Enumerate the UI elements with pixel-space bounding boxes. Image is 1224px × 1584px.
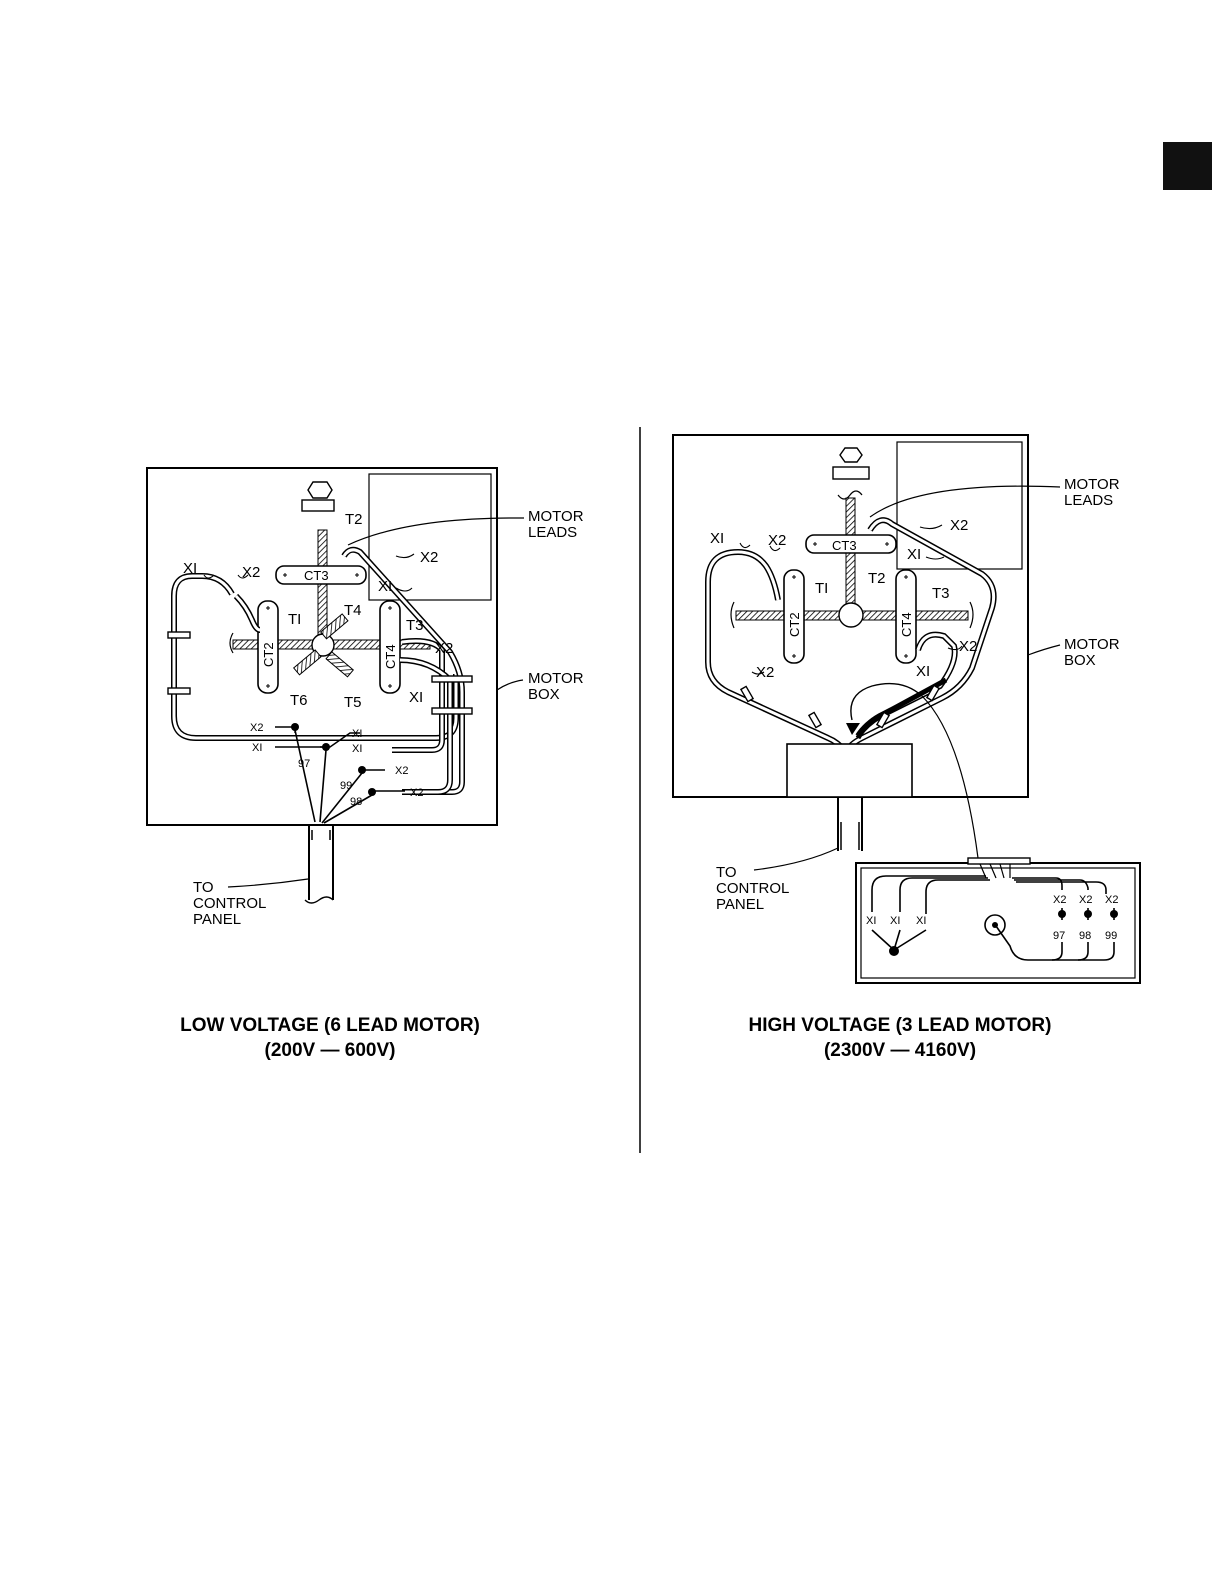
nameplate	[832, 466, 870, 480]
wire-label-xi: XI	[352, 743, 362, 755]
to-control-panel-label-3: PANEL	[716, 896, 764, 913]
motor-box-label-2: BOX	[1064, 652, 1096, 669]
low-voltage-labels: MOTOR LEADS MOTOR BOX TO CONTROL PANEL C…	[183, 508, 584, 928]
terminal-t1: TI	[815, 580, 828, 597]
strip-label-xi: XI	[916, 915, 926, 927]
motor-box-label-1: MOTOR	[528, 670, 584, 687]
low-voltage-caption: LOW VOLTAGE (6 LEAD MOTOR) (200V — 600V)	[120, 1013, 540, 1063]
nut-icon	[307, 481, 333, 499]
wire-label-xi: XI	[352, 728, 362, 740]
low-voltage-diagram	[146, 467, 525, 904]
wire-label-x2: X2	[768, 532, 786, 549]
terminal-t4: T4	[344, 602, 362, 619]
ct2-transformer	[257, 600, 279, 694]
nameplate	[301, 499, 335, 512]
motor-box-outline	[146, 467, 498, 826]
strip-number-97: 97	[1053, 930, 1065, 942]
wire-label-xi: XI	[916, 663, 930, 680]
strip-label-x2: X2	[1053, 894, 1066, 906]
high-voltage-diagram	[672, 434, 1141, 984]
wire-label-xi: XI	[710, 530, 724, 547]
ct4-transformer	[379, 600, 401, 694]
high-voltage-caption-range: (2300V — 4160V)	[823, 1040, 977, 1061]
wire-label-x2: X2	[395, 765, 408, 777]
low-voltage-caption-title: LOW VOLTAGE (6 LEAD MOTOR)	[180, 1015, 480, 1036]
wire-label-xi: XI	[378, 578, 392, 595]
ct4-label: CT4	[899, 612, 914, 637]
to-control-panel-label-1: TO	[193, 879, 214, 896]
strip-label-xi: XI	[890, 915, 900, 927]
high-voltage-labels: MOTOR LEADS MOTOR BOX TO CONTROL PANEL C…	[710, 476, 1120, 942]
to-control-panel-label-1: TO	[716, 864, 737, 881]
motor-leads-label-1: MOTOR	[1064, 476, 1120, 493]
strip-label-x2: X2	[1079, 894, 1092, 906]
wire-label-x2: X2	[410, 787, 423, 799]
wire-label-x2: X2	[435, 640, 453, 657]
section-tab-marker	[1163, 142, 1212, 190]
motor-leads-label-2: LEADS	[528, 524, 577, 541]
motor-leads-panel	[896, 441, 1023, 570]
terminal-t5: T5	[344, 694, 362, 711]
high-voltage-caption: HIGH VOLTAGE (3 LEAD MOTOR) (2300V — 416…	[680, 1013, 1120, 1063]
strip-number-99: 99	[1105, 930, 1117, 942]
ct2-label: CT2	[261, 642, 276, 667]
high-voltage-caption-title: HIGH VOLTAGE (3 LEAD MOTOR)	[748, 1015, 1052, 1036]
terminal-number-99: 99	[340, 780, 352, 792]
wire-label-x2: X2	[250, 722, 263, 734]
terminal-t2: T2	[868, 570, 886, 587]
motor-leads-label-1: MOTOR	[528, 508, 584, 525]
terminal-t1: TI	[288, 611, 301, 628]
wire-label-xi: XI	[409, 689, 423, 706]
ct3-transformer	[275, 565, 367, 585]
ct4-transformer	[895, 569, 917, 664]
terminal-number-97: 97	[298, 758, 310, 770]
terminal-t6: T6	[290, 692, 308, 709]
ct2-transformer	[783, 569, 805, 664]
to-control-panel-label-2: CONTROL	[716, 880, 789, 897]
wire-label-xi: XI	[907, 546, 921, 563]
ct3-label: CT3	[304, 568, 329, 583]
wire-label-x2: X2	[950, 517, 968, 534]
wire-label-x2: X2	[959, 638, 977, 655]
strip-label-xi: XI	[866, 915, 876, 927]
wire-label-xi: XI	[252, 742, 262, 754]
terminal-t3: T3	[932, 585, 950, 602]
ct3-label: CT3	[832, 538, 857, 553]
ct3-transformer	[805, 534, 897, 554]
wire-label-x2: X2	[242, 564, 260, 581]
strip-label-x2: X2	[1105, 894, 1118, 906]
terminal-t3: T3	[406, 617, 424, 634]
ct4-label: CT4	[383, 644, 398, 669]
ct2-label: CT2	[787, 612, 802, 637]
wire-label-x2: X2	[756, 664, 774, 681]
motor-box-label-1: MOTOR	[1064, 636, 1120, 653]
low-voltage-caption-range: (200V — 600V)	[264, 1040, 396, 1061]
to-control-panel-label-3: PANEL	[193, 911, 241, 928]
strip-number-98: 98	[1079, 930, 1091, 942]
to-control-panel-label-2: CONTROL	[193, 895, 266, 912]
motor-leads-label-2: LEADS	[1064, 492, 1113, 509]
terminal-number-98: 98	[350, 796, 362, 808]
wire-label-xi: XI	[183, 560, 197, 577]
wire-label-x2: X2	[420, 549, 438, 566]
motor-box-label-2: BOX	[528, 686, 560, 703]
terminal-block	[786, 743, 913, 798]
terminal-t2: T2	[345, 511, 363, 528]
nut-icon	[839, 447, 863, 463]
